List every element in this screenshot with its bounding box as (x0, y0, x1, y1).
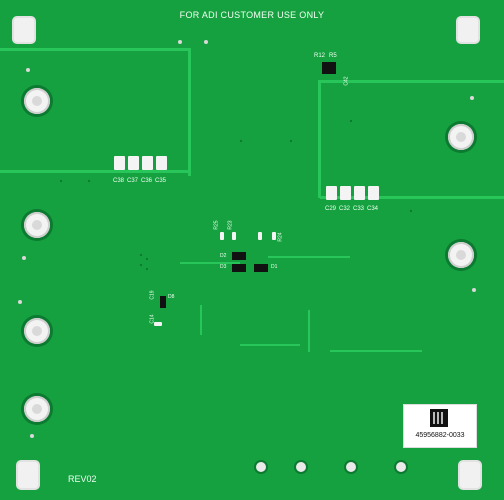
label-c32: C32 (339, 206, 351, 212)
ic-diode-d2 (232, 252, 246, 260)
ic-diode-d3 (232, 264, 246, 272)
mount-hole-left-1 (24, 88, 50, 114)
dot-6 (290, 140, 292, 142)
label-c38: C38 (113, 178, 125, 184)
trace-center-h1 (268, 256, 350, 258)
bottom-connector-4 (396, 462, 406, 472)
trace-center-v1 (200, 305, 202, 335)
label-d8: D8 (168, 294, 175, 300)
cap-c37 (128, 156, 139, 170)
dot-4 (146, 268, 148, 270)
cap-c36 (142, 156, 153, 170)
via-left-2 (22, 256, 26, 260)
label-r12: R12 (314, 53, 326, 59)
cap-c32 (340, 186, 351, 200)
trace-center-v2 (308, 310, 310, 352)
mount-hole-left-3 (24, 318, 50, 344)
datamatrix-code (430, 409, 448, 427)
via-top-1 (178, 40, 182, 44)
label-c29: C29 (325, 206, 337, 212)
label-r5: R5 (329, 53, 337, 59)
label-d2: D2 (220, 253, 227, 259)
dot-8 (410, 210, 412, 212)
trace-top-left (0, 48, 190, 51)
via-right-1 (470, 96, 474, 100)
mount-hole-right-1 (448, 124, 474, 150)
revision-label: REV02 (68, 474, 97, 484)
ic-diode-d1 (254, 264, 268, 272)
header-text: FOR ADI CUSTOMER USE ONLY (179, 10, 325, 20)
pad-r24-b (272, 232, 276, 240)
serial-label: 45956882-0033 (404, 405, 476, 447)
via-right-2 (472, 288, 476, 292)
standoff-top-left (14, 18, 34, 42)
trace-left-mid (0, 170, 190, 173)
bottom-connector-1 (256, 462, 266, 472)
standoff-top-right (458, 18, 478, 42)
dot-7 (350, 120, 352, 122)
label-d3: D3 (220, 264, 227, 270)
ic-top-right (322, 62, 336, 74)
label-r23: R23 (227, 220, 234, 230)
via-left-4 (30, 434, 34, 438)
label-c19: C19 (149, 290, 156, 300)
trace-top-right (320, 80, 504, 83)
mount-hole-right-2 (448, 242, 474, 268)
via-left-3 (18, 300, 22, 304)
dot-5 (240, 140, 242, 142)
label-c33: C33 (353, 206, 365, 212)
serial-number: 45956882-0033 (415, 432, 465, 439)
bottom-connector-2 (296, 462, 306, 472)
via-left-1 (26, 68, 30, 72)
mount-hole-left-4 (24, 396, 50, 422)
label-r25: R25 (213, 220, 220, 230)
label-c42: C42 (343, 76, 350, 86)
cap-c38 (114, 156, 125, 170)
pad-c14 (154, 322, 162, 326)
trace-top-right-vertical (318, 80, 321, 198)
trace-top-left-vertical (188, 48, 191, 176)
label-c36: C36 (141, 178, 153, 184)
cap-c33 (354, 186, 365, 200)
trace-center-h3 (330, 350, 422, 352)
trace-center-curve (180, 262, 240, 264)
trace-right-mid (320, 196, 504, 199)
label-c37: C37 (127, 178, 139, 184)
dot-1 (140, 254, 142, 256)
dot-2 (146, 258, 148, 260)
standoff-bottom-right (460, 462, 480, 488)
mount-hole-left-2 (24, 212, 50, 238)
via-top-2 (204, 40, 208, 44)
label-c14: C14 (149, 314, 156, 324)
label-c35: C35 (155, 178, 167, 184)
label-r24: R24 (277, 232, 284, 242)
ic-diode-d8 (160, 296, 166, 308)
pad-r24-a (258, 232, 262, 240)
bottom-connector-3 (346, 462, 356, 472)
pad-r23 (232, 232, 236, 240)
pad-r25 (220, 232, 224, 240)
standoff-bottom-left (18, 462, 38, 488)
dot-9 (60, 180, 62, 182)
cap-c35 (156, 156, 167, 170)
label-d1: D1 (271, 264, 278, 270)
dot-3 (140, 264, 142, 266)
dot-10 (88, 180, 90, 182)
cap-c34 (368, 186, 379, 200)
label-c34: C34 (367, 206, 379, 212)
trace-center-h2 (240, 344, 300, 346)
cap-c29 (326, 186, 337, 200)
